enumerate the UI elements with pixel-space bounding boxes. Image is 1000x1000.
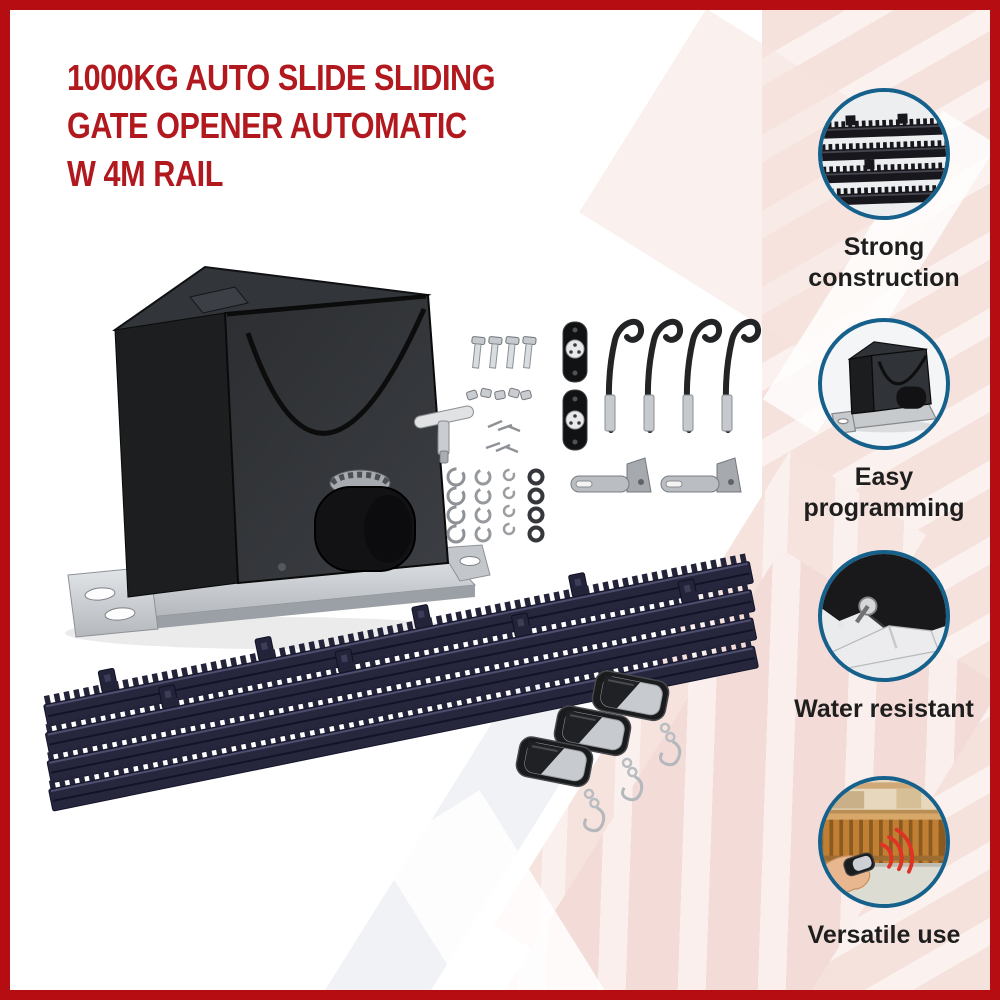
hardware-kit-image [414, 318, 761, 544]
feature-easy-programming: Easy programming [774, 318, 990, 524]
remote-use-icon [818, 776, 950, 908]
feature-water-resistant: Water resistant [774, 550, 990, 725]
page-title: 1000KG AUTO SLIDE SLIDING GATE OPENER AU… [67, 54, 496, 198]
sealed-cover-icon [818, 550, 950, 682]
feature-strong-construction: Strong construction [774, 88, 990, 294]
title-line: W 4M RAIL [67, 153, 223, 194]
feature-versatile-use: Versatile use [774, 776, 990, 951]
feature-label: Easy programming [803, 463, 965, 522]
product-collage [43, 265, 761, 834]
gate-opener-icon [818, 318, 950, 450]
gate-opener-motor-image [65, 265, 491, 649]
feature-label: Water resistant [794, 695, 974, 723]
feature-label: Strong construction [808, 233, 960, 292]
feature-label: Versatile use [807, 921, 961, 949]
title-line: GATE OPENER AUTOMATIC [67, 105, 467, 146]
title-line: 1000KG AUTO SLIDE SLIDING [67, 57, 496, 98]
gear-rack-icon [818, 88, 950, 220]
gear-rack-image [43, 552, 759, 812]
